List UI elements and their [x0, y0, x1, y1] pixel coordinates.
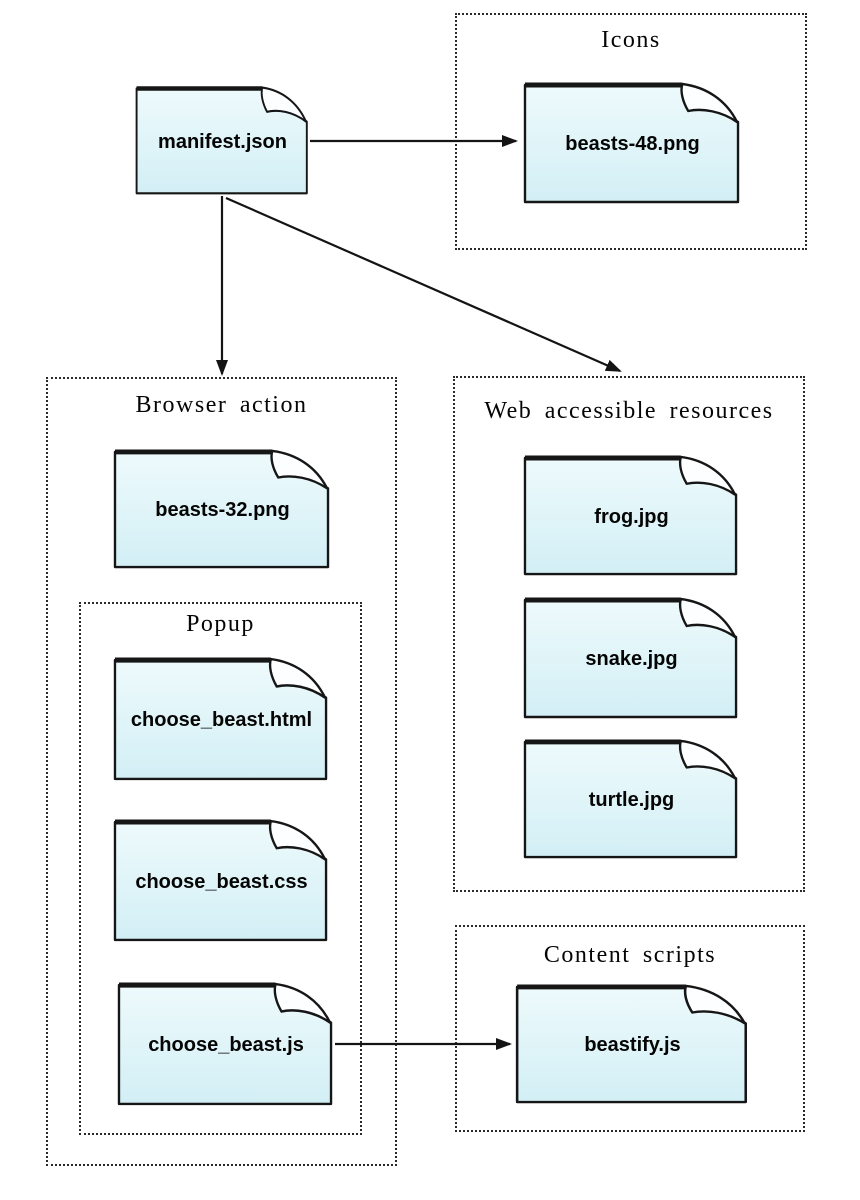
file-node-frog-jpg: frog.jpg — [523, 453, 740, 577]
file-label: turtle.jpg — [588, 789, 675, 811]
file-label: manifest.json — [158, 130, 287, 153]
file-label: beasts-48.png — [565, 133, 700, 155]
document-icon — [523, 597, 738, 719]
file-node-beastify-js: beastify.js — [515, 982, 750, 1105]
file-node-manifest-json: manifest.json — [135, 84, 310, 196]
group-title-popup: Popup — [186, 611, 255, 637]
group-box-content-scripts: Content scripts beastify.js — [455, 925, 805, 1132]
document-icon — [515, 984, 748, 1104]
document-icon — [523, 739, 738, 859]
file-node-choose-beast-html: choose_beast.html — [113, 655, 330, 782]
group-title-browser-action: Browser action — [135, 392, 308, 418]
file-node-snake-jpg: snake.jpg — [523, 595, 740, 720]
group-box-browser-action: Browser action beasts-32.png Popup choos… — [46, 377, 397, 1166]
group-box-web-accessible-resources: Web accessible resources frog.jpg snake.… — [453, 376, 805, 892]
document-icon — [523, 82, 740, 204]
document-icon — [113, 449, 330, 569]
document-icon — [117, 982, 333, 1106]
file-node-turtle-jpg: turtle.jpg — [523, 737, 740, 860]
group-box-icons: Icons beasts-48.png — [455, 13, 807, 250]
document-icon — [135, 86, 308, 195]
file-label: beastify.js — [584, 1034, 681, 1056]
group-title-content-scripts: Content scripts — [543, 942, 717, 968]
file-node-beasts-32-png: beasts-32.png — [113, 447, 332, 570]
file-label: snake.jpg — [585, 648, 678, 670]
file-label: frog.jpg — [594, 505, 669, 528]
group-title-icons: Icons — [601, 27, 661, 53]
file-label: choose_beast.css — [135, 870, 308, 893]
file-label: choose_beast.js — [148, 1034, 304, 1056]
document-icon — [113, 657, 328, 781]
group-title-web-accessible-resources: Web accessible resources — [484, 398, 774, 424]
file-node-choose-beast-js: choose_beast.js — [117, 980, 335, 1107]
file-node-beasts-48-png: beasts-48.png — [523, 80, 742, 205]
file-label: beasts-32.png — [155, 499, 290, 521]
file-label: choose_beast.html — [130, 709, 313, 731]
document-icon — [523, 455, 738, 576]
document-icon — [113, 819, 328, 942]
file-node-choose-beast-css: choose_beast.css — [113, 817, 330, 943]
group-box-popup: Popup choose_beast.html choose_beast.css — [79, 602, 362, 1135]
